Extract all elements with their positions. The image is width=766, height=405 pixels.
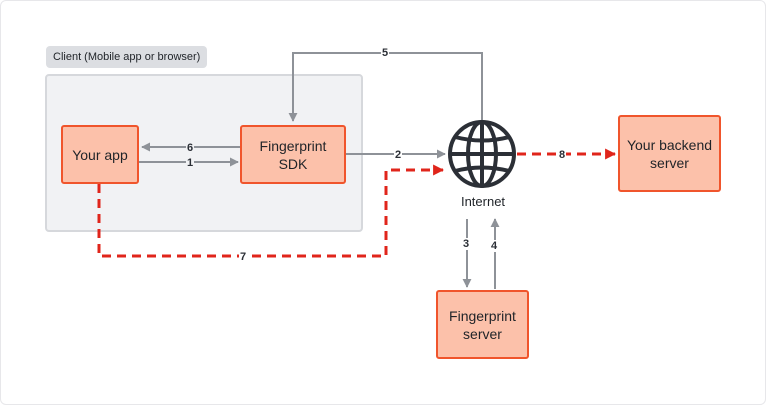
edge-6-label: 6 bbox=[186, 142, 195, 154]
fingerprint-server-label: Fingerprint server bbox=[449, 307, 516, 342]
edge-7-line bbox=[97, 164, 445, 258]
your-app-label: Your app bbox=[72, 146, 128, 163]
edge-8-label: 8 bbox=[558, 149, 567, 161]
edge-3-label: 3 bbox=[462, 238, 471, 250]
globe-icon bbox=[448, 120, 516, 188]
edge-5-label: 5 bbox=[381, 47, 390, 59]
your-backend-server-label: Your backend server bbox=[626, 136, 713, 171]
edge-5-line bbox=[288, 52, 483, 122]
client-group-label: Client (Mobile app or browser) bbox=[46, 46, 208, 68]
fingerprint-sdk-label: Fingerprint SDK bbox=[259, 137, 327, 172]
edge-4-label: 4 bbox=[490, 240, 499, 252]
edge-7-label: 7 bbox=[239, 251, 248, 263]
fingerprint-server-node: Fingerprint server bbox=[436, 290, 529, 359]
fingerprint-sdk-node: Fingerprint SDK bbox=[240, 125, 346, 184]
your-app-node: Your app bbox=[61, 125, 139, 184]
edge-2-label: 2 bbox=[394, 149, 403, 161]
internet-label: Internet bbox=[460, 194, 506, 209]
your-backend-server-node: Your backend server bbox=[618, 115, 721, 192]
edge-1-label: 1 bbox=[186, 157, 195, 169]
